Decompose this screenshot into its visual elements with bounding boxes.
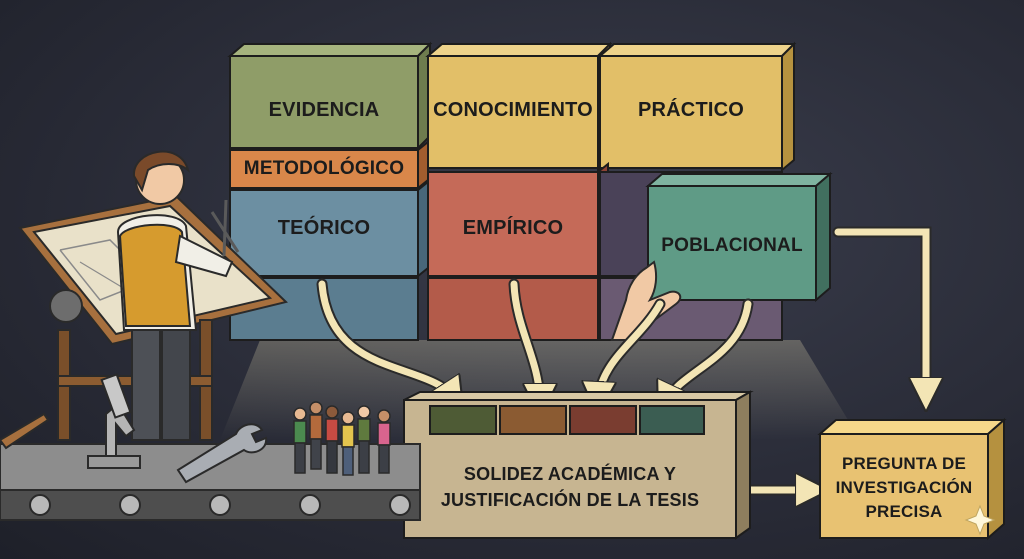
wrench-icon xyxy=(176,423,268,484)
label-practico: PRÁCTICO xyxy=(637,98,745,121)
result-box xyxy=(817,417,1007,541)
result-box-label: PREGUNTA DE INVESTIGACIÓN PRECISA xyxy=(820,446,988,530)
arrow-poblacional-right xyxy=(834,228,926,398)
block-practico xyxy=(597,41,797,173)
student-figure xyxy=(116,150,240,441)
label-teorico: TEÓRICO xyxy=(277,216,371,239)
arrow-empirico xyxy=(510,280,540,404)
arrow-hand xyxy=(598,300,664,402)
block-metodologico xyxy=(229,139,429,191)
block-poblacional xyxy=(645,171,833,303)
result-line-1: PREGUNTA DE xyxy=(841,454,967,473)
funnel-line-1: SOLIDEZ ACADÉMICA Y xyxy=(463,464,677,484)
people-group-icon xyxy=(293,401,391,476)
funnel-box xyxy=(403,390,754,540)
result-line-2: INVESTIGACIÓN xyxy=(835,478,973,497)
result-line-3: PRECISA xyxy=(865,502,943,521)
microscope-icon xyxy=(87,373,141,469)
label-empirico: EMPÍRICO xyxy=(462,216,564,239)
label-conocimiento: CONOCIMIENTO xyxy=(433,98,593,121)
sparkle-icon xyxy=(964,504,996,536)
label-poblacional: POBLACIONAL xyxy=(661,235,803,256)
funnel-line-2: JUSTIFICACIÓN DE LA TESIS xyxy=(440,490,700,510)
funnel-box-label: SOLIDEZ ACADÉMICA Y JUSTIFICACIÓN DE LA … xyxy=(404,452,736,522)
arrow-teorico xyxy=(318,280,456,400)
hammer-icon xyxy=(0,412,50,450)
label-evidencia: EVIDENCIA xyxy=(268,98,380,121)
block-wall xyxy=(227,41,833,341)
block-conocimiento xyxy=(425,41,613,173)
label-metodologico: METODOLÓGICO xyxy=(243,158,405,179)
hand-illustration xyxy=(610,260,682,341)
